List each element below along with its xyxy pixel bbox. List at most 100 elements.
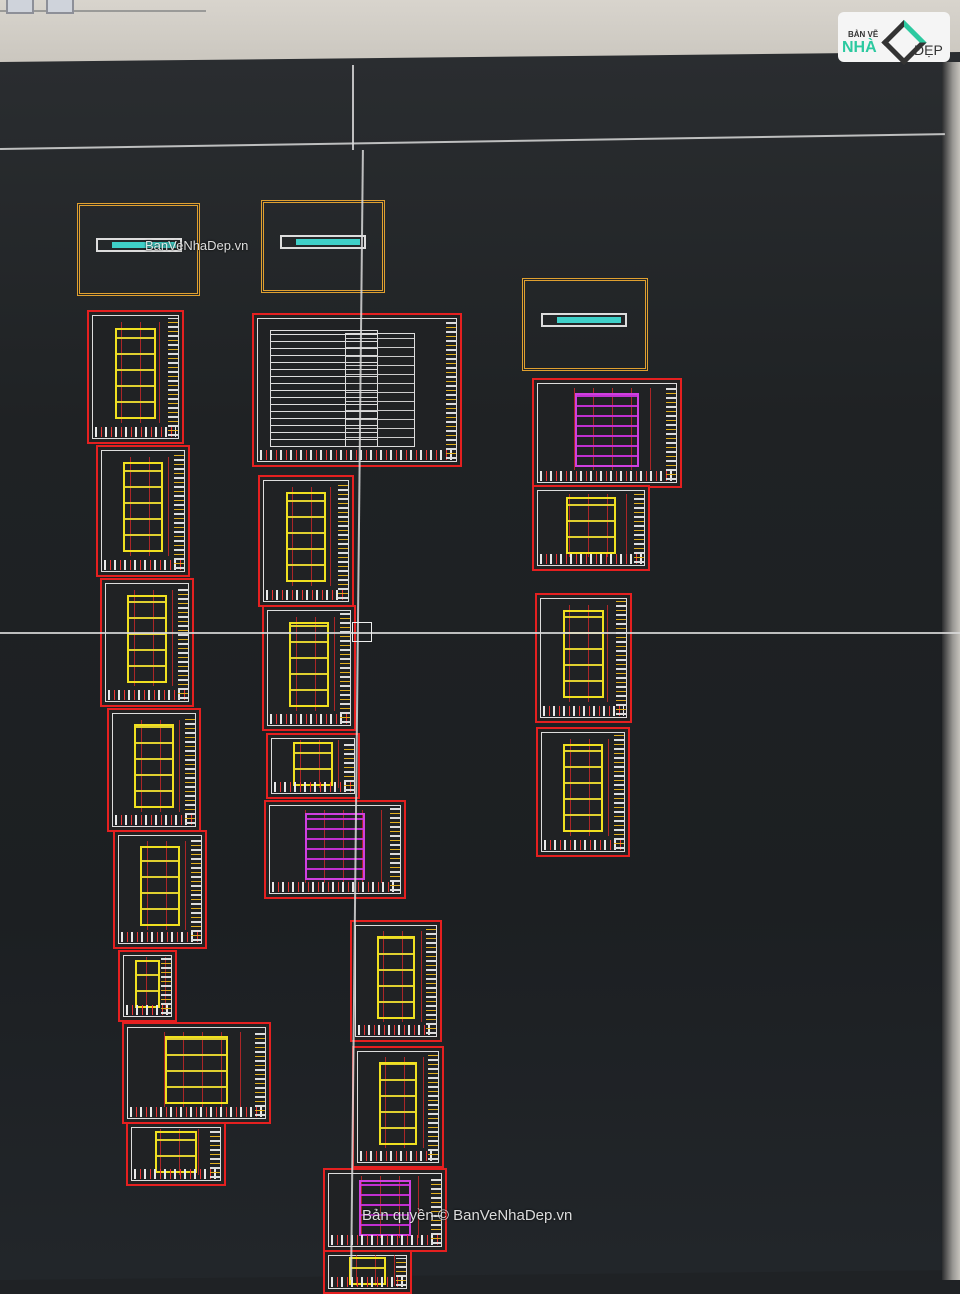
logo-tail-text: ĐẸP xyxy=(914,42,943,58)
toolbar-button[interactable] xyxy=(6,0,34,14)
sheet-strip xyxy=(130,1107,263,1117)
title-frame[interactable] xyxy=(77,203,200,296)
title-frame[interactable] xyxy=(522,278,648,371)
sheet-strip xyxy=(108,690,186,700)
crosshair-horizontal xyxy=(0,632,960,634)
drawing-sheet[interactable] xyxy=(532,485,650,571)
sheet-strip xyxy=(104,560,182,570)
sheet-strip xyxy=(272,882,398,892)
drawing-sheet[interactable] xyxy=(126,1122,226,1186)
sheet-plan xyxy=(127,595,167,683)
watermark-center: BanVeNhaDep.vn xyxy=(145,238,249,253)
sheet-plan xyxy=(378,1062,418,1145)
sheet-strip xyxy=(95,427,176,437)
sheet-strip xyxy=(126,1005,169,1015)
drawing-sheet[interactable] xyxy=(264,800,406,899)
sheet-plan xyxy=(563,744,603,833)
sheet-side xyxy=(428,1054,438,1160)
sheet-side xyxy=(666,386,676,480)
sheet-strip xyxy=(358,1025,434,1035)
sheet-side xyxy=(431,1176,441,1244)
sheet-side xyxy=(185,716,195,824)
sheet-strip xyxy=(543,706,624,716)
sheet-side xyxy=(340,613,350,723)
sheet-plan xyxy=(565,496,617,555)
sheet-strip xyxy=(331,1235,439,1245)
title-block xyxy=(96,238,182,252)
sheet-strip xyxy=(544,840,622,850)
sheet-strip xyxy=(270,714,348,724)
cursor-pickbox xyxy=(352,622,372,642)
crosshair-vertical-top xyxy=(352,65,354,150)
sheet-plan xyxy=(376,936,416,1019)
drawing-sheet[interactable] xyxy=(87,310,184,444)
sheet-strip xyxy=(121,932,199,942)
sheet-side xyxy=(426,928,436,1034)
sheet-strip xyxy=(266,590,346,600)
drawing-sheet[interactable] xyxy=(100,578,194,707)
sheet-strip xyxy=(134,1169,218,1179)
sheet-side xyxy=(210,1130,220,1178)
sheet-side xyxy=(446,321,456,459)
title-block xyxy=(541,313,627,327)
watermark-footer: Bản quyền © BanVeNhaDep.vn xyxy=(362,1207,573,1224)
drawing-sheet[interactable] xyxy=(258,475,354,607)
title-frame[interactable] xyxy=(261,200,385,293)
sheet-side xyxy=(396,1258,406,1286)
sheet-plan xyxy=(135,960,160,1008)
sheet-plan xyxy=(285,492,327,582)
drawing-sheet[interactable] xyxy=(323,1168,447,1252)
sheet-strip xyxy=(115,815,193,825)
drawing-sheet[interactable] xyxy=(122,1022,271,1124)
sheet-strip xyxy=(274,782,352,792)
drawing-sheet[interactable] xyxy=(532,378,682,488)
sheet-side xyxy=(344,741,354,791)
sheet-plan xyxy=(293,742,333,786)
drawing-sheet[interactable] xyxy=(107,708,201,832)
sheet-side xyxy=(634,493,644,563)
sheet-side xyxy=(191,838,201,941)
title-block xyxy=(280,235,366,249)
toolbar-button[interactable] xyxy=(46,0,74,14)
sheet-plan xyxy=(164,1035,229,1105)
drawing-sheet[interactable] xyxy=(118,950,177,1022)
sheet-side xyxy=(168,318,178,436)
sheet-strip xyxy=(331,1277,404,1287)
drawing-sheet[interactable] xyxy=(262,605,356,731)
brand-logo: BẢN VẼ NHÀ ĐẸP xyxy=(838,12,950,66)
drawing-sheet[interactable] xyxy=(350,920,442,1042)
sheet-notes xyxy=(344,333,415,447)
sheet-plan xyxy=(123,462,163,552)
toolbar-strip xyxy=(0,0,206,12)
sheet-side xyxy=(174,453,184,569)
drawing-sheet[interactable] xyxy=(266,733,360,799)
sheet-side xyxy=(178,586,188,699)
sheet-strip xyxy=(260,450,454,460)
drawing-sheet[interactable] xyxy=(352,1046,444,1168)
sheet-plan xyxy=(563,610,604,699)
sheet-side xyxy=(614,735,624,849)
sheet-side xyxy=(161,958,171,1014)
monitor-edge xyxy=(942,62,960,1280)
sheet-strip xyxy=(540,471,674,481)
sheet-side xyxy=(338,483,348,599)
drawing-sheet[interactable] xyxy=(96,445,190,577)
drawing-sheet[interactable] xyxy=(252,313,462,467)
sheet-plan xyxy=(115,327,156,419)
sheet-plan xyxy=(574,392,640,467)
sheet-plan xyxy=(358,1179,412,1236)
drawing-sheet[interactable] xyxy=(113,830,207,949)
sheet-plan xyxy=(134,724,174,809)
sheet-plan xyxy=(154,1131,198,1174)
drawing-sheet[interactable] xyxy=(536,727,630,857)
sheet-strip xyxy=(360,1151,436,1161)
sheet-strip xyxy=(540,554,642,564)
logo-small-text: BẢN VẼ xyxy=(848,30,879,39)
sheet-side xyxy=(390,808,400,891)
logo-brand-text: NHÀ xyxy=(842,39,877,56)
drawing-sheet[interactable] xyxy=(323,1250,412,1294)
drawing-sheet[interactable] xyxy=(535,593,632,723)
sheet-side xyxy=(616,601,626,715)
sheet-plan xyxy=(140,845,180,927)
sheet-plan xyxy=(289,621,329,708)
